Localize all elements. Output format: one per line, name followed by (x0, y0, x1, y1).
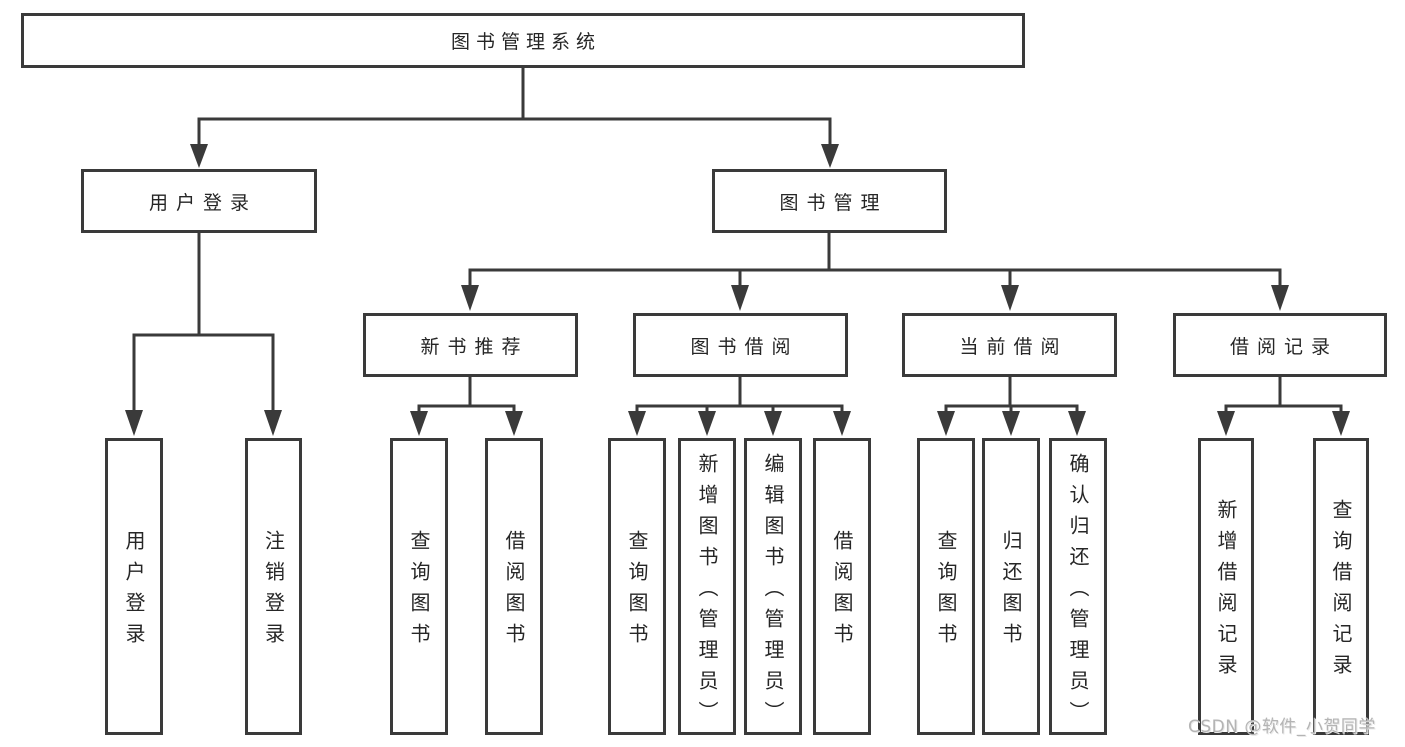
leaf-add-book-admin: 新增图书（管理员） (678, 438, 736, 735)
leaf-query-books-borrowing-label: 查询图书 (625, 530, 649, 654)
connector-borrow-branch (628, 377, 851, 436)
leaf-return-book-label: 归还图书 (999, 530, 1023, 654)
connector-root-to-level2 (190, 66, 839, 168)
node-borrow-records-label: 借阅记录 (1229, 335, 1338, 358)
node-root-label: 图书管理系统 (450, 31, 601, 53)
connector-recommend-branch (410, 377, 523, 436)
connector-user-login-branch (125, 233, 282, 436)
node-book-management: 图书管理 (712, 169, 947, 233)
leaf-query-books-recommend-label: 查询图书 (407, 530, 431, 654)
leaf-query-books-current: 查询图书 (917, 438, 975, 735)
leaf-edit-book-admin: 编辑图书（管理员） (744, 438, 802, 735)
watermark: CSDN @软件_小贺同学 (1188, 717, 1376, 737)
node-user-login: 用户登录 (81, 169, 317, 233)
connector-book-management-branch (461, 233, 1289, 311)
leaf-borrow-books-recommend-label: 借阅图书 (502, 530, 526, 654)
leaf-borrow-books-label: 借阅图书 (830, 530, 854, 654)
leaf-add-borrow-record-label: 新增借阅记录 (1214, 499, 1238, 685)
leaf-borrow-books: 借阅图书 (813, 438, 871, 735)
leaf-query-books-current-label: 查询图书 (934, 530, 958, 654)
leaf-user-login: 用户登录 (105, 438, 163, 735)
node-current-borrowing-label: 当前借阅 (959, 335, 1068, 358)
connector-records-branch (1217, 377, 1350, 436)
leaf-user-login-label: 用户登录 (122, 530, 146, 654)
leaf-query-borrow-record: 查询借阅记录 (1313, 438, 1369, 735)
leaf-logout: 注销登录 (245, 438, 302, 735)
node-book-management-label: 图书管理 (779, 191, 888, 214)
leaf-query-books-recommend: 查询图书 (390, 438, 448, 735)
leaf-confirm-return-admin-label: 确认归还（管理员） (1066, 452, 1090, 732)
connector-current-branch (937, 377, 1086, 436)
node-new-book-recommend-label: 新书推荐 (420, 335, 529, 358)
leaf-borrow-books-recommend: 借阅图书 (485, 438, 543, 735)
node-root-system: 图书管理系统 (21, 13, 1025, 68)
node-book-borrowing: 图书借阅 (633, 313, 848, 377)
leaf-logout-label: 注销登录 (261, 530, 286, 654)
leaf-query-borrow-record-label: 查询借阅记录 (1329, 499, 1353, 685)
node-current-borrowing: 当前借阅 (902, 313, 1117, 377)
leaf-confirm-return-admin: 确认归还（管理员） (1049, 438, 1107, 735)
node-borrow-records: 借阅记录 (1173, 313, 1387, 377)
leaf-add-borrow-record: 新增借阅记录 (1198, 438, 1254, 735)
leaf-return-book: 归还图书 (982, 438, 1040, 735)
node-user-login-label: 用户登录 (148, 191, 257, 214)
node-book-borrowing-label: 图书借阅 (690, 335, 799, 358)
node-new-book-recommend: 新书推荐 (363, 313, 578, 377)
leaf-add-book-admin-label: 新增图书（管理员） (695, 452, 719, 732)
leaf-edit-book-admin-label: 编辑图书（管理员） (761, 452, 785, 732)
leaf-query-books-borrowing: 查询图书 (608, 438, 666, 735)
